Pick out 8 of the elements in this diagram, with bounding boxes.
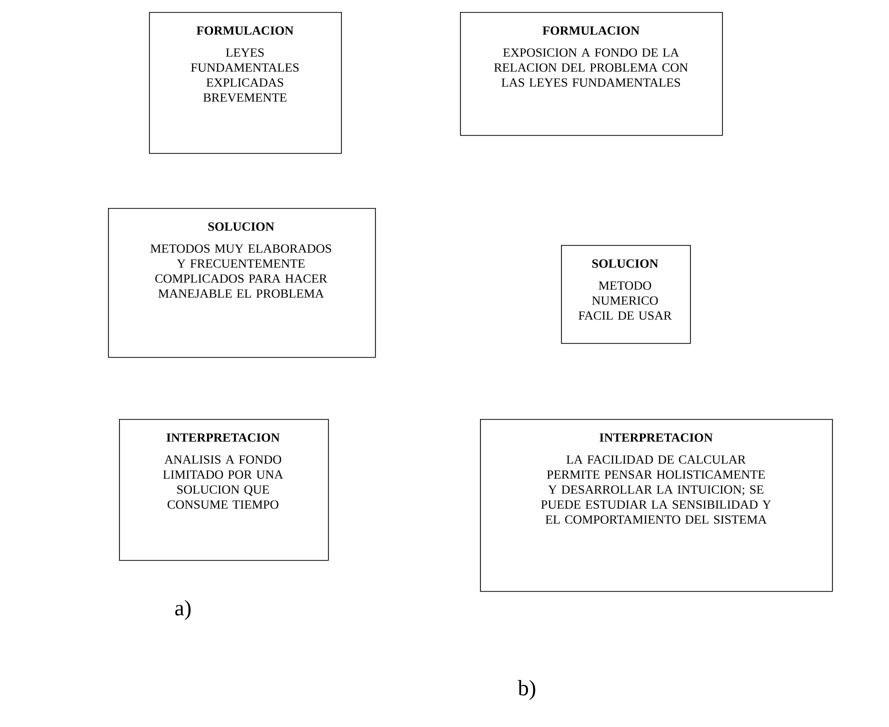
text-box: FORMULACION EXPOSICION A FONDO DE LA RELACION DEL PROBLEMA CON LAS LEYES FUNDAMENTALES [460, 12, 723, 136]
text-box: INTERPRETACION ANALISIS A FONDO LIMITADO POR UNA SOLUCION QUE CONSUME TIEMPO [119, 419, 329, 561]
text-box: SOLUCION METODOS MUY ELABORADOS Y FRECUENTEMENTE COMPLICADOS PARA HACER MANEJABLE EL PROBLEMA [108, 208, 376, 358]
text-box: SOLUCION METODO NUMERICO FACIL DE USAR [561, 245, 691, 344]
panel-label: b) [518, 680, 536, 700]
text-box: FORMULACION LEYES FUNDAMENTALES EXPLICADAS BREVEMENTE [149, 12, 342, 154]
text-box: INTERPRETACION LA FACILIDAD DE CALCULAR PERMITE PENSAR HOLISTICAMENTE Y DESARROLLAR LA INTUICION; SE PUEDE ESTUDIAR LA SENSIBILIDAD Y EL COMPORTAMIENTO DEL SISTEMA [480, 419, 833, 592]
panel-label: a) [175, 600, 191, 620]
